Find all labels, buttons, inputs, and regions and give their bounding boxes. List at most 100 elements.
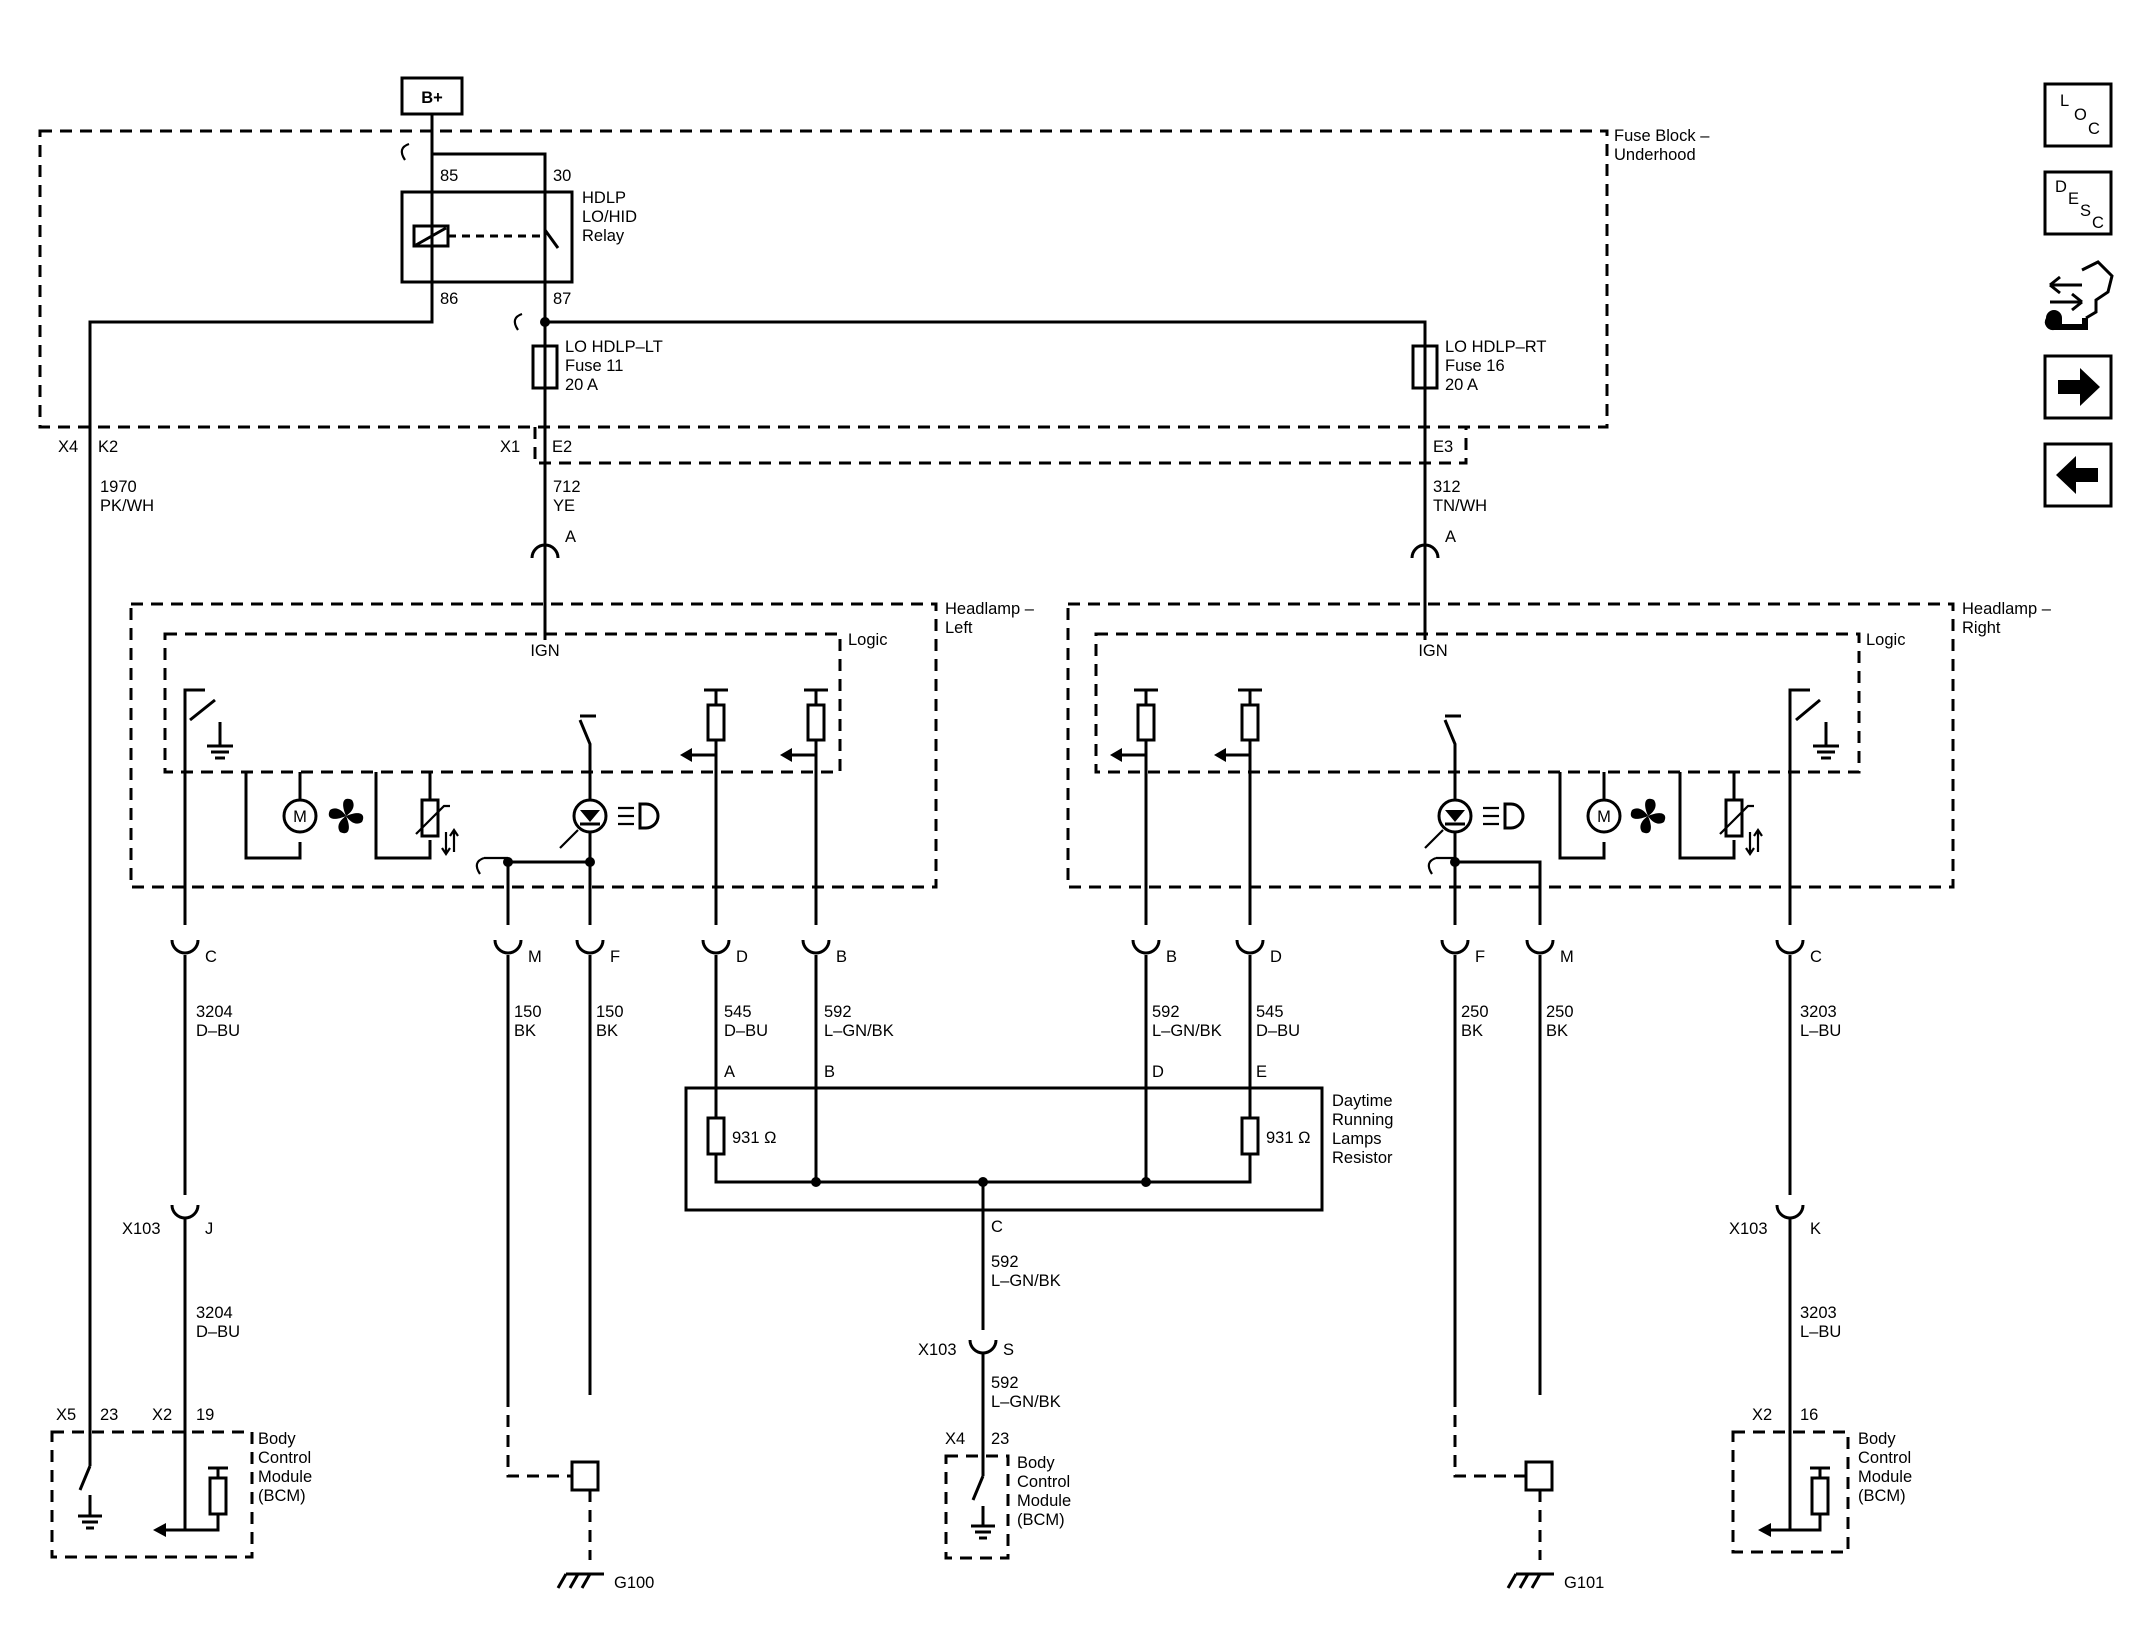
bcm-mid-outline (944, 1454, 1010, 1560)
relay-pin-30: 30 (553, 167, 571, 185)
connector-view-icon[interactable] (2044, 260, 2114, 331)
inline-connectors-row (170, 939, 1805, 955)
headlamp-beam-icon-right (1483, 802, 1525, 830)
wire-3203-num-2: 3203 (1800, 1304, 1837, 1322)
wire-545-col-2: D–BU (1256, 1022, 1300, 1040)
pin-f-left: F (610, 948, 620, 966)
logic-right-outline (1094, 632, 1861, 774)
fuse-16 (1411, 344, 1439, 390)
drl-pin-c: C (991, 1218, 1003, 1236)
fan-icon-left (328, 798, 364, 834)
ground-g101: G101 (1564, 1574, 1604, 1592)
pin-s: S (1003, 1341, 1014, 1359)
drl-label-4: Resistor (1332, 1149, 1393, 1167)
relay-pin-85: 85 (440, 167, 458, 185)
wire-3203-col-2: L–BU (1800, 1323, 1841, 1341)
headlamp-left-outline (129, 602, 938, 889)
headlamp-right-title-2: Right (1962, 619, 2001, 637)
bcm-mid-label-3: Module (1017, 1492, 1071, 1510)
fuse-lt-label: LO HDLP–LT (565, 338, 663, 356)
next-arrow-button[interactable] (2043, 354, 2113, 420)
bcm-mid-pin23: 23 (991, 1430, 1009, 1448)
ground-splice-g101 (1524, 1460, 1554, 1492)
x103-connector-k (1775, 1204, 1805, 1220)
pin-a-right: A (1445, 528, 1456, 546)
pin-m-left: M (528, 948, 542, 966)
wire-592-col: L–GN/BK (824, 1022, 894, 1040)
wire-312-num: 312 (1433, 478, 1461, 496)
pin-c-left: C (205, 948, 217, 966)
fuse-rt-label-3: 20 A (1445, 376, 1478, 394)
wire-3204-col: D–BU (196, 1022, 240, 1040)
x103-label-right: X103 (1729, 1220, 1768, 1238)
pin-b-right: B (1166, 948, 1177, 966)
pin-f-right: F (1475, 948, 1485, 966)
drl-resistor-box (684, 1086, 1324, 1212)
bcm-right-label-4: (BCM) (1858, 1487, 1906, 1505)
fuse-block-title-2: Underhood (1614, 146, 1696, 164)
svg-text:O: O (2074, 106, 2087, 124)
wire-3203-col: L–BU (1800, 1022, 1841, 1040)
fuse-block-title: Fuse Block – (1614, 127, 1710, 145)
headlamp-left-title: Headlamp – (945, 600, 1035, 618)
wire-592-num-4: 592 (991, 1374, 1019, 1392)
wire-3204-col-2: D–BU (196, 1323, 240, 1341)
conn-k2: K2 (98, 438, 118, 456)
wire-150-col: BK (514, 1022, 536, 1040)
drl-value-e: 931 Ω (1266, 1129, 1310, 1147)
fuse-rt-label-2: Fuse 16 (1445, 357, 1505, 375)
svg-text:M: M (1597, 808, 1611, 826)
wire-3204-num: 3204 (196, 1003, 233, 1021)
x103-label-left: X103 (122, 1220, 161, 1238)
wire-592-num-3: 592 (991, 1253, 1019, 1271)
x103-connector-j (170, 1204, 200, 1220)
drl-pin-b: B (824, 1063, 835, 1081)
bcm-right-pin16: 16 (1800, 1406, 1818, 1424)
ign-right-label: IGN (1418, 642, 1447, 660)
ign-left-label: IGN (530, 642, 559, 660)
bcm-left-x2: X2 (152, 1406, 172, 1424)
wire-592-num: 592 (824, 1003, 852, 1021)
thermistor-right (1724, 798, 1744, 838)
previous-arrow-button[interactable] (2043, 442, 2113, 508)
bcm-left-pin23: 23 (100, 1406, 118, 1424)
x103-label-mid: X103 (918, 1341, 957, 1359)
drl-value-a: 931 Ω (732, 1129, 776, 1147)
wire-250-col: BK (1461, 1022, 1483, 1040)
fuse-lt-label-2: Fuse 11 (565, 357, 623, 375)
svg-text:D: D (2055, 178, 2067, 196)
drl-label-2: Running (1332, 1111, 1393, 1129)
wire-1970-col: PK/WH (100, 497, 154, 515)
location-button[interactable]: L O C (2043, 82, 2113, 148)
logic-right-label: Logic (1866, 631, 1905, 649)
headlamp-right-outline (1066, 602, 1955, 889)
headlamp-bulb-right (1437, 798, 1473, 834)
headlamp-right-title: Headlamp – (1962, 600, 2052, 618)
drl-resistor-a (706, 1116, 726, 1156)
ground-g100: G100 (614, 1574, 654, 1592)
headlamp-bulb-left (572, 798, 608, 834)
wire-592-num-2: 592 (1152, 1003, 1180, 1021)
bcm-mid-label-2: Control (1017, 1473, 1070, 1491)
battery-plus-terminal: B+ (400, 76, 464, 116)
wire-592-col-4: L–GN/BK (991, 1393, 1061, 1411)
bcm-left-label-2: Control (258, 1449, 311, 1467)
svg-text:C: C (2092, 214, 2104, 232)
wire-1970-num: 1970 (100, 478, 137, 496)
description-button[interactable]: D E S C (2043, 170, 2113, 236)
headlamp-beam-icon-left (618, 802, 660, 830)
wire-545-num: 545 (724, 1003, 752, 1021)
wire-545-num-2: 545 (1256, 1003, 1284, 1021)
wire-150-col-2: BK (596, 1022, 618, 1040)
pin-a-left: A (565, 528, 576, 546)
wire-712-col: YE (553, 497, 575, 515)
ground-g100-icon (556, 1572, 604, 1589)
conn-x1: X1 (500, 438, 520, 456)
relay-label-2: LO/HID (582, 208, 637, 226)
conn-e2: E2 (552, 438, 572, 456)
bcm-left-label-3: Module (258, 1468, 312, 1486)
bcm-left-label-4: (BCM) (258, 1487, 306, 1505)
fuse-lt-label-3: 20 A (565, 376, 598, 394)
wire-250-num-2: 250 (1546, 1003, 1574, 1021)
conn-x4: X4 (58, 438, 78, 456)
